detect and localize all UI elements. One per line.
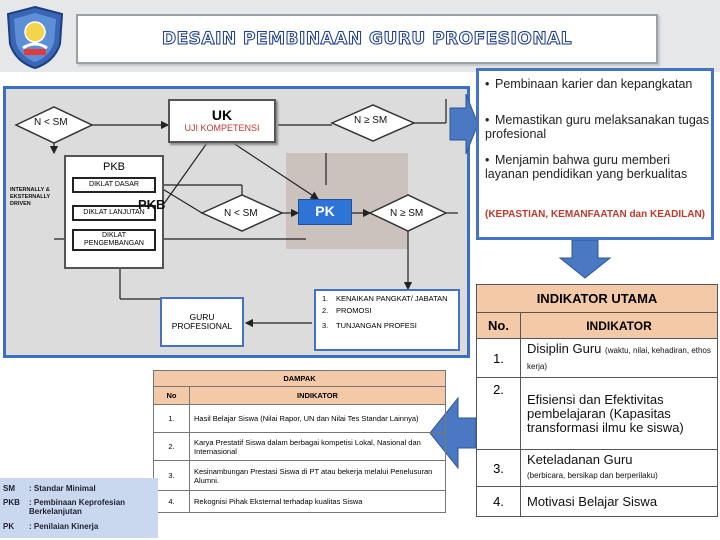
reward-no: 1. [322,294,329,303]
row-no: 1. [476,338,521,378]
n-ge-sm-mid-label: N ≥ SM [390,208,424,219]
guru-profesional-box: GURU PROFESIONAL [160,297,244,347]
uk-full-label: UJI KOMPETENSI [184,122,260,133]
row-no: 3. [153,460,190,491]
row-text: Disiplin Guru (waktu, nilai, kehadiran, … [520,338,718,378]
dampak-table: DAMPAK No INDIKATOR 1. Hasil Belajar Sis… [153,370,446,513]
n-ge-sm-top-label: N ≥ SM [354,115,388,126]
legend-abbr: PK [3,522,15,531]
row-main: Disiplin Guru [527,341,602,356]
title-box: DESAIN PEMBINAAN GURU PROFESIONAL [76,14,658,64]
goal-item: •Menjamin bahwa guru memberi layanan pen… [485,153,688,181]
reward-item: 2. PROMOSI [322,306,452,316]
legend-item: PKB : Pembinaan Keprofesian Berkelanjutan [3,498,155,516]
row-text: Motivasi Belajar Siswa [520,486,718,517]
col-no-header: No. [476,312,521,339]
reward-text: TUNJANGAN PROFESI [336,320,417,330]
reward-no: 3. [322,320,329,330]
legend-item: PK : Penilaian Kinerja [3,522,98,531]
diklat-pengembangan-box: DIKLAT PENGEMBANGAN [72,229,156,251]
legend-abbr: SM [3,484,15,493]
diklat-dasar-box: DIKLAT DASAR [72,177,156,193]
legend-desc: : Standar Minimal [29,484,96,493]
page-title: DESAIN PEMBINAAN GURU PROFESIONAL [161,29,573,50]
n-lt-sm-top-label: N < SM [34,117,68,128]
row-main: Keteladanan Guru [527,452,633,467]
legend-abbr: PKB [3,498,20,507]
reward-text: KENAIKAN PANGKAT/ JABATAN [336,294,448,303]
arrow-down-icon [558,239,612,279]
legend-desc: : Pembinaan Keprofesian Berkelanjutan [29,498,126,516]
row-text: Karya Prestatif Siswa dalam berbagai kom… [189,432,446,461]
rewards-box: 1. KENAIKAN PANGKAT/ JABATAN 2. PROMOSI 3.… [314,289,460,351]
row-no: 4. [153,490,190,513]
row-sub: (waktu, nilai, kehadiran, ethos kerja) [527,346,711,371]
table-row: 1. Disiplin Guru (waktu, nilai, kehadira… [476,338,718,378]
goals-note: (KEPASTIAN, KEMANFAATAN dan KEADILAN) [485,209,705,220]
goal-text: Pembinaan karier dan kepangkatan [495,77,693,91]
row-no: 1. [153,404,190,433]
table-row: 3. Kesinambungan Prestasi Siswa di PT at… [153,460,446,491]
legend-box: SM : Standar Minimal PKB : Pembinaan Kepro… [0,478,158,538]
table-row: 2. Karya Prestatif Siswa dalam berbagai … [153,432,446,461]
row-main: Efisiensi dan Efektivitas pembelajaran (… [527,391,684,435]
table-row: 2. Efisiensi dan Efektivitas pembelajara… [476,377,718,450]
row-no: 3. [476,449,521,487]
row-no: 2. [476,377,521,450]
row-main: Motivasi Belajar Siswa [527,493,658,509]
table-row: 3. Keteladanan Guru (berbicara, bersikap … [476,449,718,487]
row-text: Kesinambungan Prestasi Siswa di PT atau … [189,460,446,491]
pkb-overlay-label: PKB [138,197,166,212]
pk-box: PK [298,199,352,225]
reward-text: PROMOSI [336,306,372,316]
uk-short-label: UK [211,107,233,124]
goal-item: •Pembinaan karier dan kepangkatan [485,77,693,91]
n-lt-sm-mid-label: N < SM [224,208,258,219]
legend-item: SM : Standar Minimal [3,484,96,493]
diagram-panel: UK UJI KOMPETENSI N < SM N ≥ SM PKB INTE… [3,86,470,358]
reward-item: 3. TUNJANGAN PROFESI [322,320,452,330]
indikator-table: INDIKATOR UTAMA No. INDIKATOR 1. Disipli… [476,284,718,517]
goal-item: •Memastikan guru melaksanakan tugas prof… [485,113,710,141]
diklat-lanjutan-box: DIKLAT LANJUTAN [72,205,156,221]
pkb-label: PKB [102,161,125,173]
row-sub: (berbicara, bersikap dan berperilaku) [527,471,658,480]
indikator-title: INDIKATOR UTAMA [476,284,718,313]
goal-text: Menjamin bahwa guru memberi layanan pend… [485,153,688,181]
tut-wuri-handayani-logo [4,4,66,70]
dampak-title: DAMPAK [153,370,446,387]
legend-desc: : Penilaian Kinerja [29,522,99,531]
reward-item: 1. KENAIKAN PANGKAT/ JABATAN [322,294,452,303]
row-text: Keteladanan Guru (berbicara, bersikap dan… [520,449,718,487]
dampak-col-no: No [153,386,190,405]
table-row: 1. Hasil Belajar Siswa (Nilai Rapor, UN … [153,404,446,433]
col-indikator-header: INDIKATOR [520,312,718,339]
row-no: 2. [153,432,190,461]
row-no: 4. [476,486,521,517]
row-text: Efisiensi dan Efektivitas pembelajaran (… [520,377,718,450]
row-text: Rekognisi Pihak Eksternal terhadap kuali… [189,490,446,513]
table-row: 4. Motivasi Belajar Siswa [476,486,718,517]
table-row: 4. Rekognisi Pihak Eksternal terhadap ku… [153,490,446,513]
goals-box: •Pembinaan karier dan kepangkatan •Memas… [476,68,714,240]
goal-text: Memastikan guru melaksanakan tugas profe… [485,113,710,141]
dampak-col-indikator: INDIKATOR [189,386,446,405]
internal-external-label: INTERNALLY & EKSTERNALLY DRIVEN [10,187,51,207]
reward-no: 2. [322,306,329,316]
uk-box: UK UJI KOMPETENSI [168,99,276,143]
row-text: Hasil Belajar Siswa (Nilai Rapor, UN dan… [189,404,446,433]
